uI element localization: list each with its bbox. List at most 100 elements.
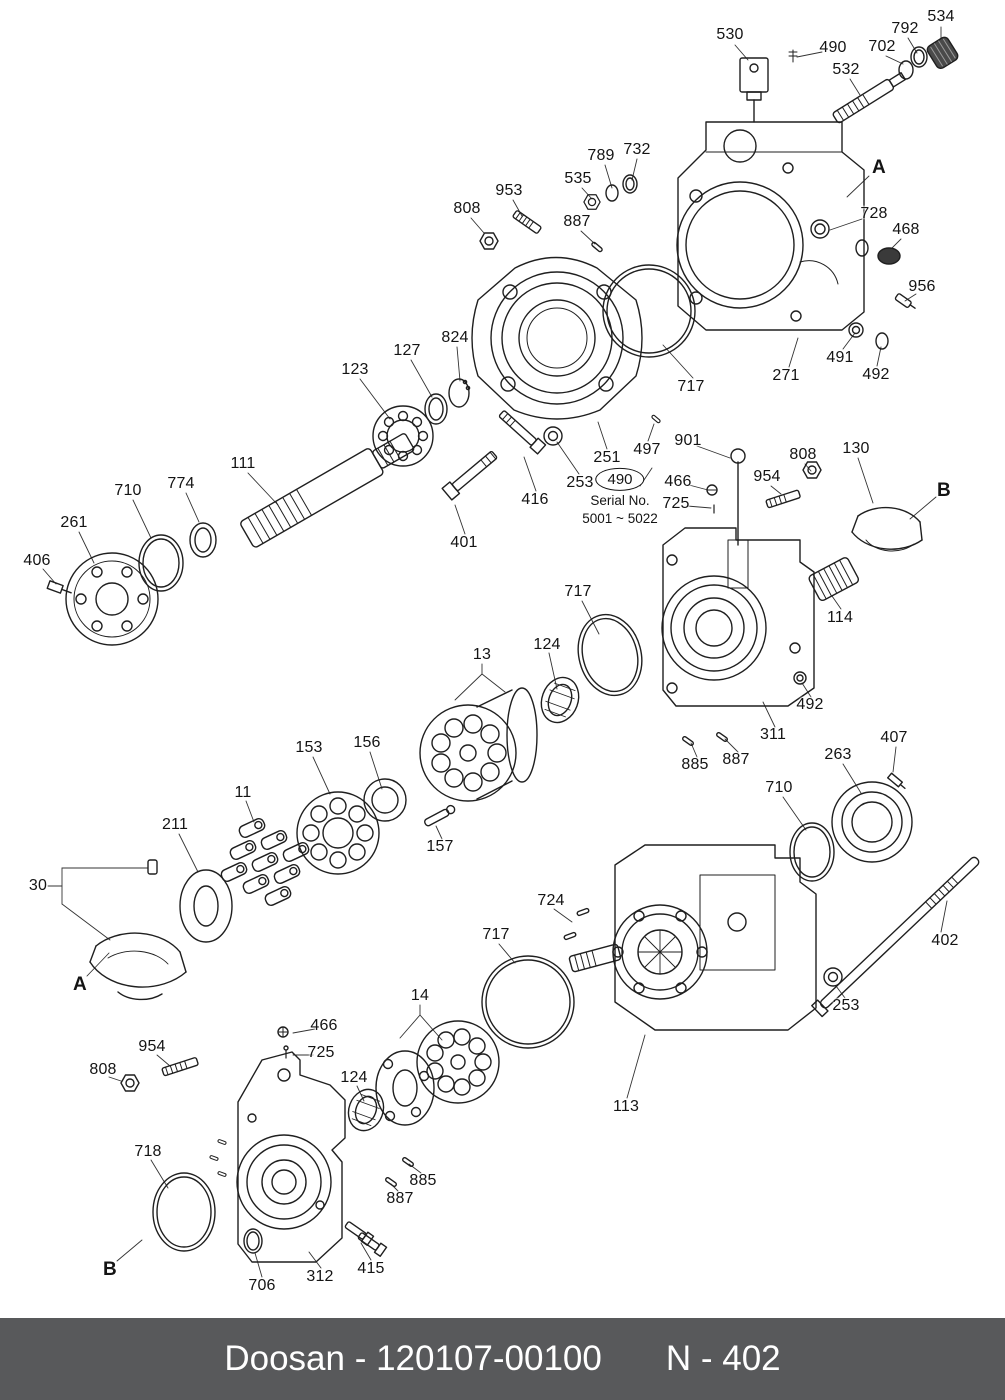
part-253-washer bbox=[543, 426, 563, 446]
callout-887-bottom: 887 bbox=[386, 1190, 414, 1207]
part-11-pistons bbox=[220, 818, 310, 906]
callout-887-mid: 887 bbox=[722, 751, 750, 768]
callout-124-mid: 124 bbox=[533, 636, 561, 653]
callout-466-bottom: 466 bbox=[310, 1017, 338, 1034]
callout-901: 901 bbox=[674, 432, 702, 449]
part-261-cover bbox=[65, 552, 159, 646]
callout-263: 263 bbox=[824, 746, 852, 763]
callout-401: 401 bbox=[450, 534, 478, 551]
part-535-789-732-seals bbox=[583, 174, 638, 210]
callout-415: 415 bbox=[357, 1260, 385, 1277]
part-774-seal bbox=[189, 522, 217, 558]
part-954-808-bottom bbox=[120, 1057, 199, 1092]
part-211-plate bbox=[179, 869, 233, 943]
part-14-cylinder-block bbox=[375, 1020, 500, 1126]
callout-725-bottom: 725 bbox=[307, 1044, 335, 1061]
part-492-plug-mid bbox=[793, 671, 807, 685]
serial-badge-490: 490 bbox=[595, 467, 645, 492]
callout-402: 402 bbox=[931, 932, 959, 949]
leader-lines bbox=[42, 26, 948, 1278]
callout-702: 702 bbox=[868, 38, 896, 55]
callout-114: 114 bbox=[826, 609, 854, 626]
callout-30: 30 bbox=[28, 877, 48, 894]
callout-124-bottom: 124 bbox=[340, 1069, 368, 1086]
callout-534: 534 bbox=[927, 8, 955, 25]
part-466-725-plugs-mid bbox=[706, 484, 718, 514]
view-label-b-right: B bbox=[937, 480, 951, 501]
callout-792: 792 bbox=[891, 20, 919, 37]
callout-717-mid: 717 bbox=[564, 583, 592, 600]
callout-253: 253 bbox=[566, 474, 594, 491]
part-717-oring-top bbox=[602, 264, 696, 358]
serial-caption-line1: Serial No. bbox=[590, 493, 650, 509]
callout-725: 725 bbox=[662, 495, 690, 512]
callout-808-bottom: 808 bbox=[89, 1061, 117, 1078]
part-406-screw bbox=[46, 580, 72, 594]
callout-732: 732 bbox=[623, 141, 651, 158]
part-30-swash-group bbox=[89, 859, 187, 1001]
callout-407: 407 bbox=[880, 729, 908, 746]
callout-11: 11 bbox=[234, 784, 252, 801]
callout-885-mid: 885 bbox=[681, 756, 709, 773]
callout-14: 14 bbox=[410, 987, 430, 1004]
callout-497: 497 bbox=[633, 441, 661, 458]
callout-885-bottom: 885 bbox=[409, 1172, 437, 1189]
part-885-887-pins-mid bbox=[681, 731, 729, 747]
part-717-oring-bottom bbox=[481, 955, 575, 1049]
serial-caption-line2: 5001 ~ 5022 bbox=[582, 510, 658, 526]
part-416-401-bolts bbox=[441, 410, 547, 501]
part-251-flange bbox=[471, 256, 643, 420]
part-901-rod bbox=[730, 448, 746, 546]
callout-271: 271 bbox=[772, 367, 800, 384]
callout-710-right: 710 bbox=[765, 779, 793, 796]
part-13-cylinder-block bbox=[419, 687, 538, 802]
part-263-407-710-group bbox=[789, 772, 913, 882]
callout-808: 808 bbox=[453, 200, 481, 217]
callout-535: 535 bbox=[564, 170, 592, 187]
callout-468: 468 bbox=[892, 221, 920, 238]
part-953-808-stud-nut bbox=[479, 210, 604, 254]
view-label-a-top: A bbox=[872, 157, 886, 178]
serial-note: 490 Serial No. 5001 ~ 5022 bbox=[582, 467, 658, 526]
callout-887: 887 bbox=[563, 213, 591, 230]
callout-710: 710 bbox=[114, 482, 142, 499]
callout-718: 718 bbox=[134, 1143, 162, 1160]
callout-123: 123 bbox=[341, 361, 369, 378]
callout-953: 953 bbox=[495, 182, 523, 199]
part-718-oring bbox=[152, 1172, 216, 1252]
part-253-washer-bottom bbox=[823, 967, 843, 987]
part-530-solenoid-valve bbox=[739, 57, 769, 123]
callout-416: 416 bbox=[521, 491, 549, 508]
part-124-bearing-bottom bbox=[347, 1088, 385, 1132]
callout-253-bottom: 253 bbox=[832, 997, 860, 1014]
part-123-bearing bbox=[372, 405, 434, 467]
callout-490: 490 bbox=[819, 39, 847, 56]
callout-211: 211 bbox=[161, 816, 189, 833]
part-724-pins bbox=[562, 907, 591, 941]
callout-530: 530 bbox=[716, 26, 744, 43]
part-114-gear bbox=[808, 557, 860, 602]
callout-728: 728 bbox=[860, 205, 888, 222]
callout-706: 706 bbox=[248, 1277, 276, 1294]
part-113-front-housing bbox=[568, 844, 817, 1031]
part-124-bearing-mid bbox=[540, 676, 580, 724]
footer-brand-part-number: Doosan - 120107-00100 bbox=[224, 1339, 602, 1378]
part-130-swash-plate bbox=[851, 506, 923, 552]
callout-406: 406 bbox=[23, 552, 51, 569]
callout-127: 127 bbox=[393, 342, 421, 359]
callout-312: 312 bbox=[306, 1268, 334, 1285]
callout-774: 774 bbox=[167, 475, 195, 492]
part-497-plug bbox=[650, 414, 662, 424]
part-532-screw-group bbox=[788, 36, 959, 124]
diagram-artwork bbox=[42, 26, 980, 1278]
callout-113: 113 bbox=[612, 1098, 640, 1115]
part-402-through-bolt bbox=[811, 856, 980, 1018]
callout-311: 311 bbox=[759, 726, 787, 743]
callout-954-bottom: 954 bbox=[138, 1038, 166, 1055]
callout-491: 491 bbox=[826, 349, 854, 366]
part-415-bolts bbox=[344, 1221, 388, 1257]
callout-156: 156 bbox=[353, 734, 381, 751]
view-label-b-bottom: B bbox=[103, 1259, 117, 1280]
part-312-valve-cover bbox=[209, 1051, 346, 1263]
